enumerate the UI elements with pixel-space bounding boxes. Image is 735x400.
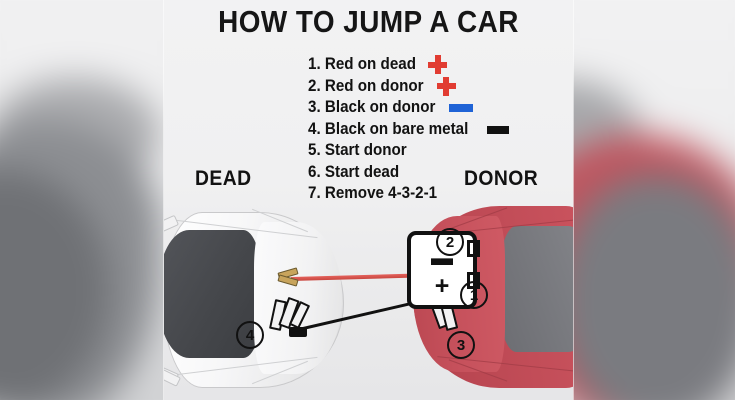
step-number: 3. bbox=[308, 98, 321, 117]
list-item: 1. Red on dead bbox=[308, 54, 558, 76]
step-text: Start donor bbox=[324, 141, 407, 160]
red-plus-icon bbox=[436, 76, 456, 96]
list-item: 3. Black on donor bbox=[308, 97, 558, 119]
panel-right-edge bbox=[573, 0, 574, 400]
blurred-left-backdrop bbox=[0, 0, 164, 400]
instruction-list: 1. Red on dead 2. Red on donor 3. Black … bbox=[308, 54, 558, 205]
red-plus-icon bbox=[428, 55, 448, 75]
step-number: 1. bbox=[308, 55, 321, 74]
blue-bar-icon bbox=[449, 104, 474, 113]
page-title: HOW TO JUMP A CAR bbox=[218, 4, 519, 39]
marker-2: 2 bbox=[436, 228, 464, 256]
marker-1: 1 bbox=[460, 281, 488, 309]
step-text: Black on bare metal bbox=[324, 119, 469, 138]
step-number: 4. bbox=[308, 119, 321, 138]
black-clamp-dead bbox=[269, 296, 311, 332]
step-number: 2. bbox=[308, 76, 321, 95]
dead-car-label: DEAD bbox=[195, 167, 252, 190]
list-item: 7. Remove 4-3-2-1 bbox=[308, 183, 558, 205]
red-clamp-dead bbox=[277, 267, 300, 287]
list-item: 6. Start dead bbox=[308, 162, 558, 184]
step-text: Red on donor bbox=[324, 76, 424, 95]
marker-3: 3 bbox=[447, 331, 475, 359]
battery-positive-symbol: + bbox=[434, 272, 450, 300]
bare-metal-ground-point bbox=[289, 327, 307, 337]
step-number: 5. bbox=[308, 141, 321, 160]
list-item: 2. Red on donor bbox=[308, 76, 558, 98]
donor-car-label: DONOR bbox=[464, 167, 539, 190]
list-item: 5. Start donor bbox=[308, 140, 558, 162]
dead-battery-negative-terminal bbox=[467, 240, 480, 257]
step-text: Black on donor bbox=[324, 98, 436, 117]
marker-4: 4 bbox=[236, 321, 264, 349]
main-illustration-panel: HOW TO JUMP A CAR 1. Red on dead 2. Red … bbox=[164, 0, 573, 400]
blurred-right-backdrop bbox=[573, 0, 735, 400]
step-number: 7. bbox=[308, 184, 321, 203]
list-item: 4. Black on bare metal bbox=[308, 119, 558, 141]
dead-car-illustration bbox=[164, 200, 354, 400]
step-text: Remove 4-3-2-1 bbox=[324, 184, 438, 203]
panel-left-edge bbox=[163, 0, 164, 400]
black-bar-icon bbox=[487, 125, 510, 134]
step-text: Start dead bbox=[324, 162, 400, 181]
step-number: 6. bbox=[308, 162, 321, 181]
step-text: Red on dead bbox=[324, 55, 416, 74]
